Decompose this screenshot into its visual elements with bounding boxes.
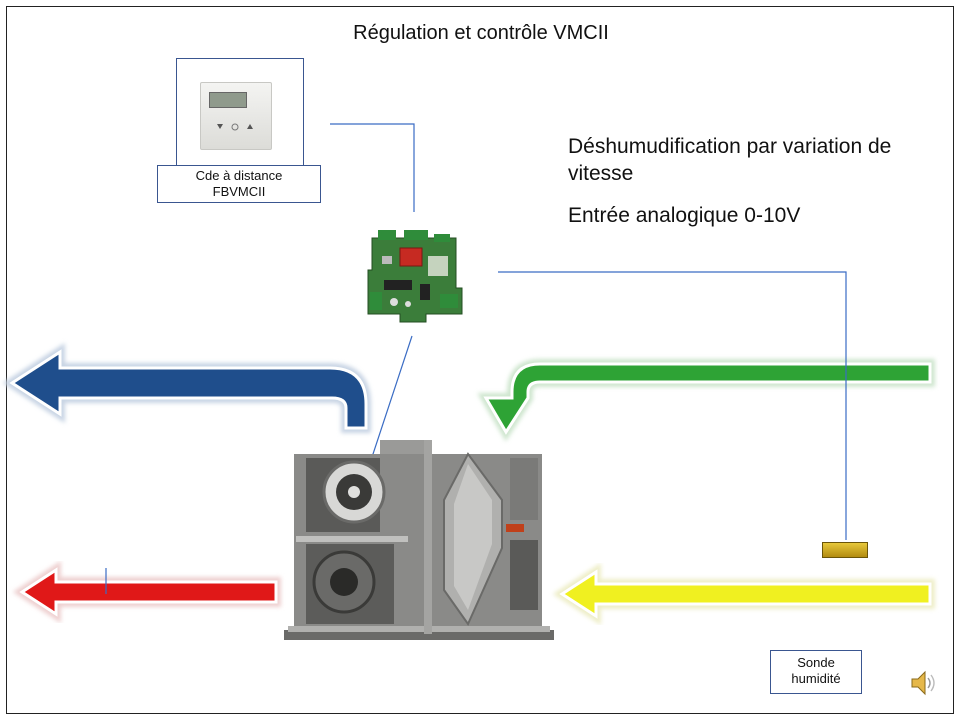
sensor-label-line-2: humidité	[791, 671, 841, 686]
yellow-arrow	[552, 562, 935, 626]
humidity-sensor-label: Sonde humidité	[770, 650, 862, 694]
remote-control-screen	[209, 92, 247, 108]
green-arrow	[477, 359, 935, 442]
slide-title: Régulation et contrôle VMCII	[353, 22, 609, 44]
remote-label-line-2: FBVMCII	[212, 184, 266, 199]
remote-control-buttons	[217, 123, 253, 131]
sensor-wire	[498, 271, 847, 540]
speaker-icon[interactable]	[908, 668, 938, 698]
remote-wire	[330, 123, 415, 212]
red-arrow	[12, 560, 281, 624]
ventilation-unit-image	[284, 440, 554, 640]
control-board-image	[367, 230, 463, 323]
remote-label-line-1: Cde à distance	[195, 168, 283, 183]
blue-arrow	[2, 342, 371, 433]
sensor-label-line-1: Sonde	[797, 655, 835, 670]
dehumidification-line-2: vitesse	[568, 162, 634, 185]
remote-control-label: Cde à distance FBVMCII	[157, 165, 321, 203]
analog-input-text: Entrée analogique 0-10V	[568, 204, 801, 227]
humidity-sensor-device	[822, 542, 868, 558]
dehumidification-line-1: Déshumudification par variation de	[568, 135, 892, 158]
